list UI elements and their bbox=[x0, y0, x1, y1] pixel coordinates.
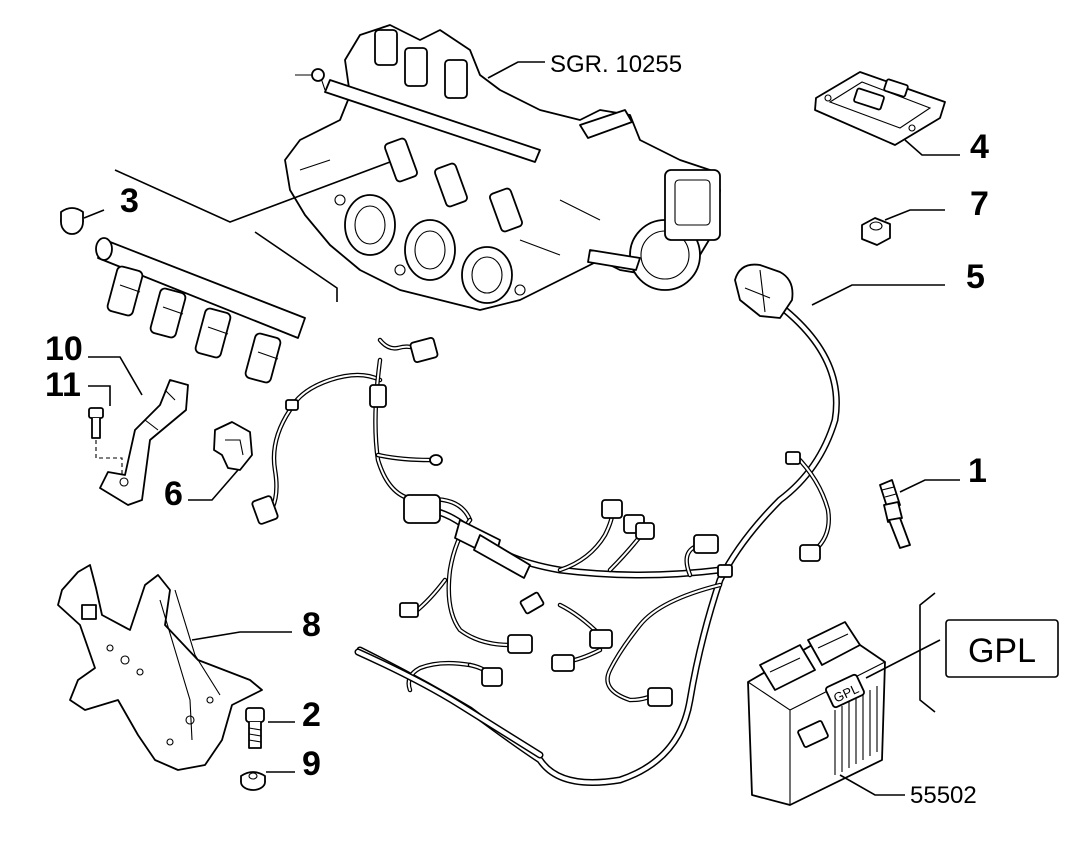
explode-line-top bbox=[114, 161, 391, 223]
callout-2: 2 bbox=[302, 696, 321, 734]
callout-5: 5 bbox=[966, 258, 985, 296]
callout-10: 10 bbox=[45, 330, 83, 368]
part-3-cap bbox=[60, 207, 84, 235]
part-11-bolt bbox=[88, 407, 104, 439]
part-6-clip bbox=[213, 421, 253, 471]
gpl-box bbox=[945, 619, 1059, 678]
callout-8: 8 bbox=[302, 606, 321, 644]
reference-code: SGR. 10255 bbox=[550, 51, 682, 78]
callout-1: 1 bbox=[968, 452, 987, 490]
leader-3 bbox=[83, 209, 105, 219]
callout-11: 11 bbox=[45, 366, 81, 404]
part-10-bracket bbox=[99, 379, 189, 506]
leader-11 bbox=[88, 385, 111, 406]
part-1-sensor bbox=[879, 479, 911, 549]
callout-6: 6 bbox=[164, 475, 183, 513]
explode-line-bottom bbox=[254, 231, 338, 302]
callout-7: 7 bbox=[970, 185, 989, 223]
leader-4 bbox=[904, 139, 960, 156]
callout-4: 4 bbox=[970, 128, 989, 166]
bolt-path bbox=[95, 440, 123, 475]
part-4-module bbox=[814, 71, 946, 146]
part-9-nut bbox=[240, 771, 266, 791]
part-2-bolt bbox=[245, 707, 265, 749]
callout-9: 9 bbox=[302, 745, 321, 783]
leader-gpl bbox=[865, 639, 941, 679]
leader-5 bbox=[811, 284, 945, 306]
leader-7 bbox=[884, 209, 945, 221]
ecu-unit: GPL bbox=[747, 621, 886, 806]
intake-manifold-assembly bbox=[284, 24, 721, 311]
drawing-number: 55502 bbox=[910, 782, 977, 809]
part-7-nut bbox=[861, 217, 891, 246]
leader-drawing-number bbox=[839, 774, 905, 796]
callout-3: 3 bbox=[120, 182, 139, 220]
leader-10 bbox=[88, 356, 143, 396]
fuel-rail-with-injectors bbox=[95, 237, 306, 384]
leader-6 bbox=[188, 469, 239, 501]
harness-connectors bbox=[251, 263, 821, 707]
leader-reference bbox=[487, 61, 545, 79]
leader-8 bbox=[191, 631, 292, 641]
gpl-bracket bbox=[919, 592, 936, 713]
gpl-box-label: GPL bbox=[968, 632, 1036, 670]
part-8-mounting-bracket bbox=[57, 564, 263, 771]
leader-1 bbox=[899, 479, 960, 493]
